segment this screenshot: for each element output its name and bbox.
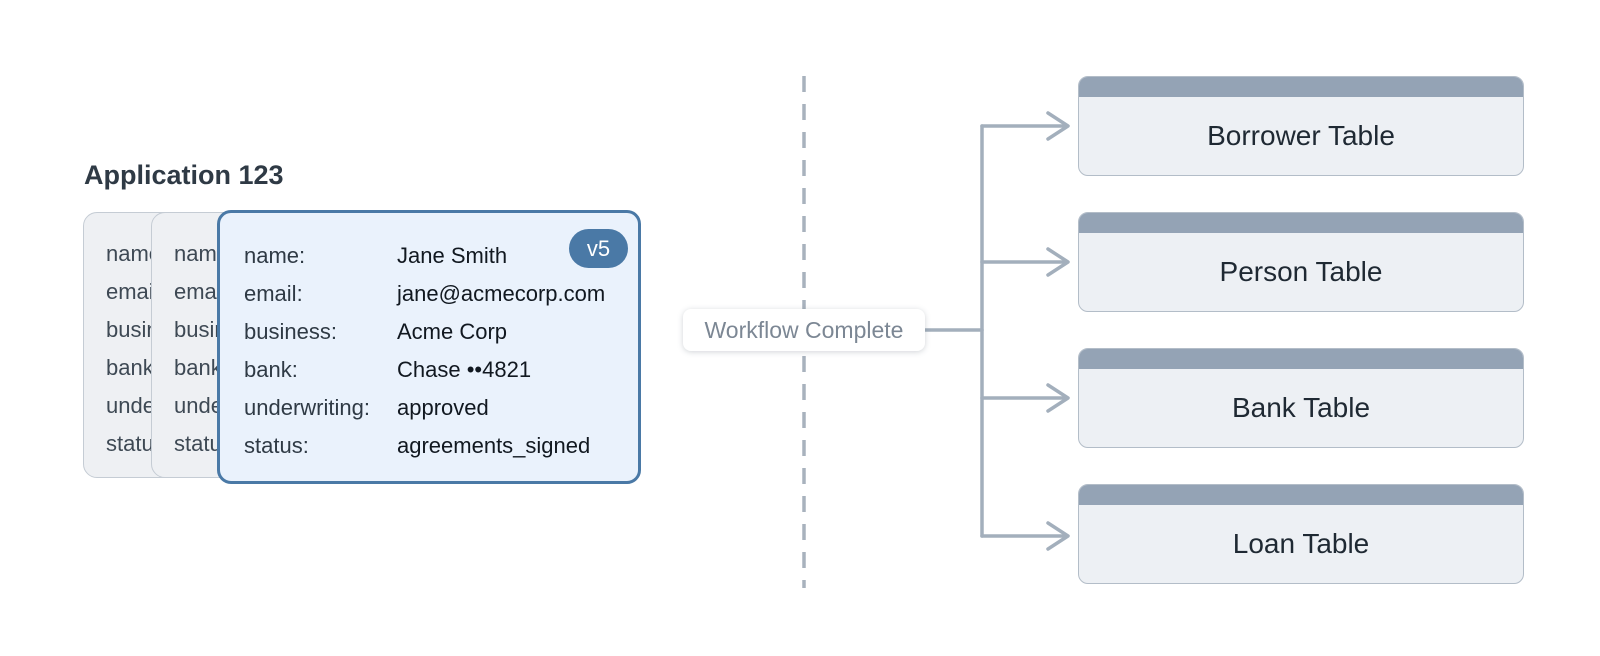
- field-label: underwriting:: [244, 395, 370, 420]
- table-person[interactable]: Person Table: [1078, 212, 1524, 312]
- arrow-head-icon: [1046, 111, 1070, 141]
- table-name: Bank Table: [1231, 392, 1371, 423]
- table-header-bar: [1079, 77, 1523, 97]
- field-label: bank:: [106, 355, 160, 380]
- table-header-bar: [1079, 349, 1523, 369]
- table-name: Person Table: [1219, 256, 1383, 287]
- workflow-complete-label: Workflow Complete: [683, 309, 925, 351]
- application-title: Application 123: [84, 160, 284, 190]
- application-version-card-current[interactable]: v5 name: Jane Smith email: jane@acmecorp…: [217, 210, 641, 484]
- table-header-bar: [1079, 213, 1523, 233]
- arrow-head-icon: [1046, 247, 1070, 277]
- field-label: bank:: [244, 357, 298, 382]
- table-loan[interactable]: Loan Table: [1078, 484, 1524, 584]
- arrow-head-icon: [1046, 383, 1070, 413]
- field-value: approved: [397, 395, 489, 420]
- table-borrower[interactable]: Borrower Table: [1078, 76, 1524, 176]
- field-label: status:: [244, 433, 309, 458]
- table-bank[interactable]: Bank Table: [1078, 348, 1524, 448]
- field-value: agreements_signed: [397, 433, 591, 458]
- version-badge: v5: [569, 229, 628, 268]
- field-label: email:: [244, 281, 303, 306]
- arrow-head-icon: [1046, 521, 1070, 551]
- table-name: Loan Table: [1232, 528, 1370, 559]
- field-value: jane@acmecorp.com: [397, 281, 606, 306]
- field-value: Chase ••4821: [397, 357, 532, 382]
- field-value: Acme Corp: [397, 319, 508, 344]
- table-header-bar: [1079, 485, 1523, 505]
- field-label: name:: [244, 243, 306, 268]
- field-label: business:: [244, 319, 337, 344]
- table-name: Borrower Table: [1207, 120, 1395, 151]
- field-value: Jane Smith: [397, 243, 508, 268]
